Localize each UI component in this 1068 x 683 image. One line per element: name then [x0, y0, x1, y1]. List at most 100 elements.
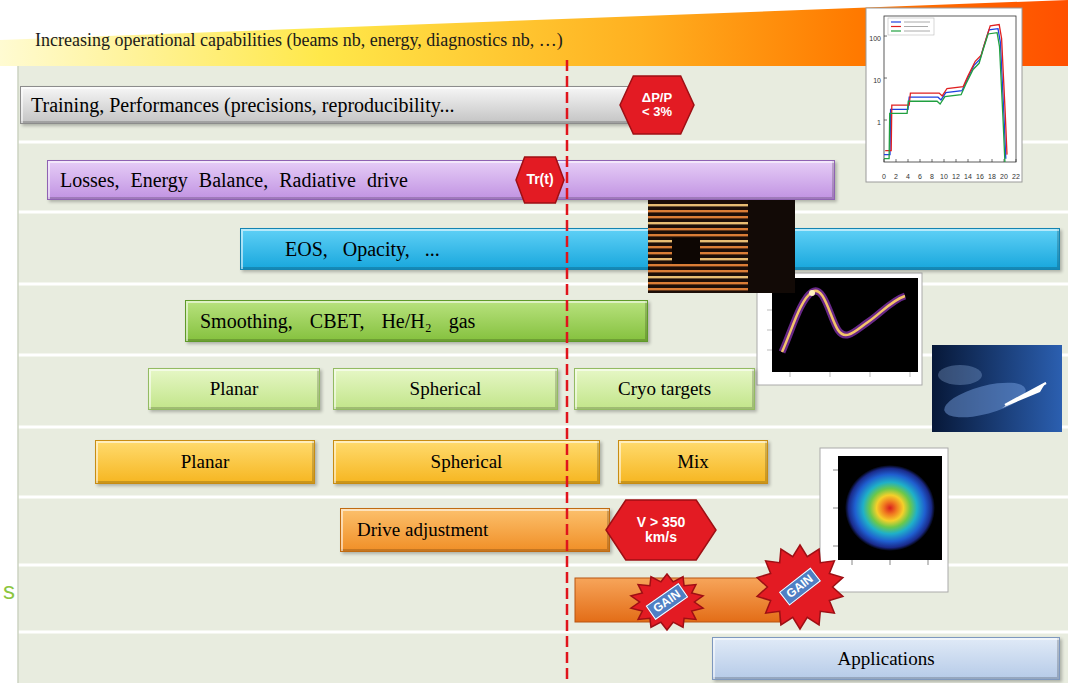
target-box: Cryo targets	[574, 368, 755, 410]
badge-text: Tr(t)	[526, 172, 553, 187]
label-holder: 14	[964, 165, 972, 183]
legend-text-mark	[904, 22, 930, 23]
tick	[956, 159, 957, 162]
bar-label: Drive adjustment	[357, 519, 488, 541]
bar-label: Smoothing, CBET, He/H₂ gas	[200, 310, 475, 333]
tick	[896, 159, 897, 162]
axis-tick-label: 10	[873, 77, 881, 85]
streak-stripe	[648, 204, 748, 206]
legend-text-mark	[904, 31, 930, 32]
plot-frame	[866, 8, 1022, 182]
streak-stripe	[648, 222, 748, 224]
row-line	[18, 426, 1068, 429]
edge-fragment: s	[3, 578, 15, 604]
axis-tick-label: 10	[940, 173, 948, 181]
spot-image	[820, 448, 948, 592]
streak-stripe	[648, 210, 748, 212]
bar-label: Cryo targets	[618, 378, 711, 400]
capability-heading: Increasing operational capabilities (bea…	[35, 31, 563, 51]
axis-tick-label: 18	[988, 173, 996, 181]
tick	[932, 159, 933, 162]
bar-label: Losses, Energy Balance, Radiative drive	[60, 169, 408, 192]
legend-line	[891, 30, 901, 31]
tick	[884, 36, 887, 37]
label-holder: 22	[1012, 165, 1020, 183]
tick	[890, 560, 891, 565]
campaign-bar: EOS, Opacity, ...	[240, 228, 1060, 270]
streak-stripe	[648, 252, 748, 254]
label-holder: 100	[869, 27, 881, 45]
streak-stripe	[648, 258, 748, 260]
bar-label: Training, Performances (precisions, repr…	[31, 94, 454, 117]
axis-tick-label: 0	[882, 173, 886, 181]
axis-tick-label: 6	[918, 173, 922, 181]
tick	[767, 350, 772, 351]
streak-stripe	[648, 228, 748, 230]
label-holder: 16	[976, 165, 984, 183]
image-glow	[938, 365, 982, 385]
hexagon-outline	[516, 157, 564, 203]
streak-stripe	[648, 288, 748, 290]
label-holder: 10	[873, 69, 881, 87]
tick	[980, 159, 981, 162]
today-marker	[566, 60, 569, 683]
milestone-badge: V > 350 km/s	[606, 500, 716, 560]
row-separators	[18, 142, 1068, 632]
image-streak	[1005, 383, 1046, 405]
power-curve	[884, 33, 1005, 162]
streak-notch	[672, 238, 700, 264]
target-box: Planar	[148, 368, 320, 410]
label-holder: 12	[952, 165, 960, 183]
image-ground	[838, 456, 942, 560]
bar-label: Planar	[210, 378, 259, 400]
tick	[833, 546, 838, 547]
axis-tick-label: 100	[869, 35, 881, 43]
milestone-badge: ΔP/P < 3%	[620, 76, 694, 134]
tick	[790, 372, 791, 377]
axis-tick-label: 8	[930, 173, 934, 181]
campaign-bar: Drive adjustment	[340, 508, 610, 552]
focal-spot	[845, 465, 935, 551]
label-holder: 20	[1000, 165, 1008, 183]
target-box: Mix	[618, 440, 768, 484]
label-holder: 18	[988, 165, 996, 183]
label-holder: 6	[918, 165, 922, 183]
backlight-image	[932, 345, 1062, 432]
starburst-outline	[757, 545, 843, 629]
badge-text: V > 350 km/s	[633, 515, 689, 546]
gain-burst: GAIN	[756, 545, 844, 629]
gain-burst: GAIN	[630, 574, 704, 630]
streak-image	[648, 200, 795, 293]
tick	[852, 560, 853, 565]
streak-stripe	[648, 240, 748, 242]
bar-label: Mix	[677, 451, 709, 473]
bar-label: EOS, Opacity, ...	[285, 238, 440, 261]
plot-curves	[884, 25, 1007, 162]
tick	[910, 372, 911, 377]
bar-label: Spherical	[410, 378, 482, 400]
streak-stripe	[648, 234, 748, 236]
bar-label: Applications	[837, 648, 934, 670]
tick	[944, 159, 945, 162]
legend-text-mark	[904, 26, 928, 27]
target-box: Planar	[95, 440, 315, 484]
tick	[767, 330, 772, 331]
label-holder: 0	[882, 165, 886, 183]
trace-glow	[782, 291, 905, 352]
axis-tick-label: 2	[894, 173, 898, 181]
image-streak	[1002, 382, 1046, 408]
streak-stripe	[648, 276, 748, 278]
hexagon-outline	[620, 76, 694, 134]
bar-label: Planar	[181, 451, 230, 473]
tick	[833, 508, 838, 509]
image-ticks	[767, 290, 910, 377]
power-curve	[885, 25, 1007, 155]
target-box: Spherical	[333, 440, 600, 484]
trace-core	[782, 291, 905, 352]
tick	[1016, 159, 1017, 162]
tick	[908, 159, 909, 162]
image-ticks	[833, 470, 928, 565]
label-holder: s	[3, 578, 15, 604]
tick	[920, 159, 921, 162]
label-holder: Increasing operational capabilities (bea…	[35, 31, 563, 51]
